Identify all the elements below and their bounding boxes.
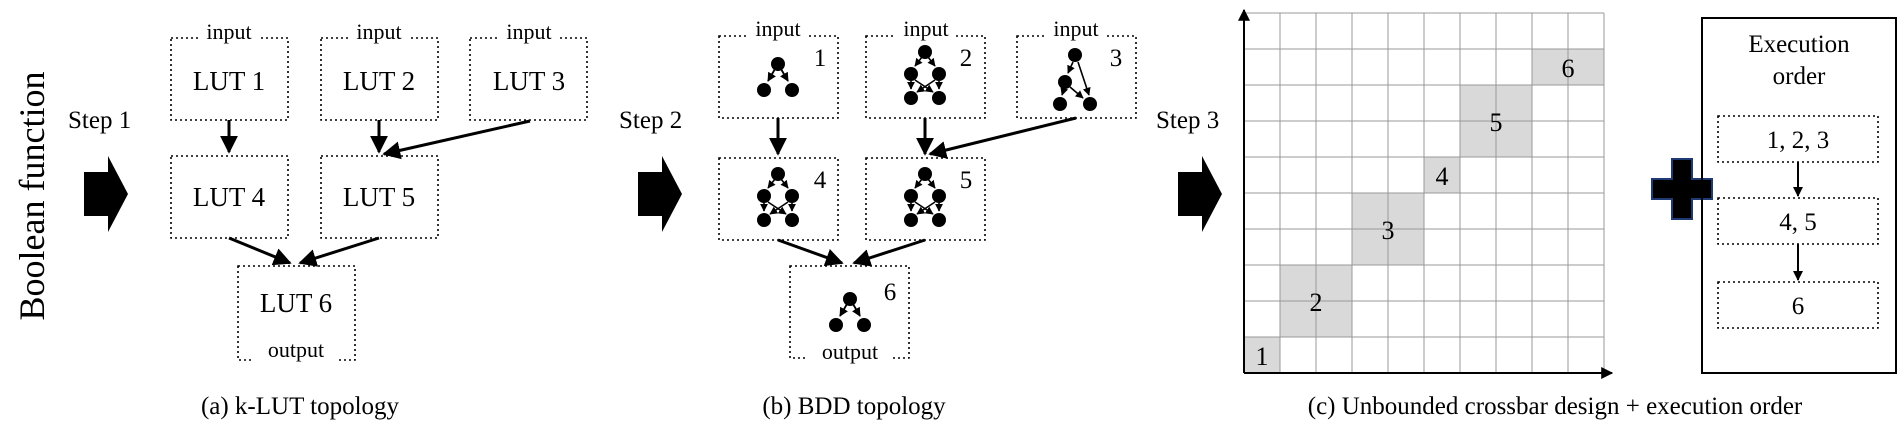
bdd-1-number: 1 xyxy=(814,45,827,72)
lut-3-input-label: input xyxy=(506,19,551,44)
crossbar-label-2: 2 xyxy=(1310,288,1323,317)
panel-a: Step 1 input input input output LUT 1 LU… xyxy=(68,19,588,420)
lut-6-label: LUT 6 xyxy=(260,288,332,318)
step-3-label: Step 3 xyxy=(1156,107,1219,134)
step-2-arrow-icon xyxy=(638,156,682,232)
lut-5-box xyxy=(320,155,439,239)
lut-2-box xyxy=(320,37,439,121)
edge-bdd4-bdd6 xyxy=(777,238,844,266)
edge-lut3-lut5 xyxy=(382,119,531,160)
bdd-3-graph-icon xyxy=(1053,48,1097,111)
step-2-label: Step 2 xyxy=(619,107,682,134)
bdd-5-graph-icon xyxy=(904,167,946,227)
plus-icon xyxy=(1651,158,1713,220)
bdd-3-number: 3 xyxy=(1110,45,1123,72)
execution-step-2-label: 4, 5 xyxy=(1779,209,1817,236)
bdd-4-number: 4 xyxy=(814,167,827,194)
panel-a-caption: (a) k-LUT topology xyxy=(201,393,400,420)
lut-4-box xyxy=(170,155,289,239)
edge-lut5-lut6 xyxy=(298,236,380,267)
bdd-2-graph-icon xyxy=(904,45,946,105)
execution-order-title-line2: order xyxy=(1773,63,1826,90)
crossbar-block-4 xyxy=(1424,157,1460,193)
lut-4-label: LUT 4 xyxy=(193,182,266,212)
edge-bdd5-bdd6 xyxy=(852,238,926,267)
bdd-6-number: 6 xyxy=(884,279,897,306)
execution-step-3-label: 6 xyxy=(1792,293,1805,320)
lut-3-box xyxy=(469,37,588,121)
side-title: Boolean function xyxy=(12,72,52,321)
bdd-3-input-label: input xyxy=(1053,16,1098,41)
lut-6-box xyxy=(237,265,356,361)
step-1-label: Step 1 xyxy=(68,107,131,134)
lut-5-label: LUT 5 xyxy=(343,182,415,212)
lut-2-input-label: input xyxy=(356,19,401,44)
crossbar-label-3: 3 xyxy=(1382,216,1395,245)
bdd-1-input-label: input xyxy=(755,16,800,41)
bdd-6-graph-icon xyxy=(829,292,871,332)
panel-c: Step 3 1 2 3 4 5 6 Execution order xyxy=(1156,8,1897,420)
lut-3-label: LUT 3 xyxy=(493,66,565,96)
bdd-4-graph-icon xyxy=(757,167,799,227)
crossbar-grid xyxy=(1244,12,1605,373)
bdd-5-box xyxy=(865,157,986,241)
bdd-6-output-label: output xyxy=(822,339,878,364)
crossbar-label-1: 1 xyxy=(1256,342,1269,371)
bdd-1-graph-icon xyxy=(757,57,799,97)
lut-1-input-label: input xyxy=(206,19,251,44)
bdd-2-number: 2 xyxy=(960,45,973,72)
crossbar-label-4: 4 xyxy=(1436,162,1449,191)
bdd-2-input-label: input xyxy=(903,16,948,41)
execution-step-3-box xyxy=(1717,281,1879,329)
bdd-5-number: 5 xyxy=(960,167,973,194)
panel-b-caption: (b) BDD topology xyxy=(762,393,946,420)
crossbar-label-6: 6 xyxy=(1562,54,1575,83)
lut-1-label: LUT 1 xyxy=(193,66,265,96)
step-1-arrow-icon xyxy=(84,156,128,232)
panel-c-caption: (c) Unbounded crossbar design + executio… xyxy=(1308,393,1803,420)
lut-1-box xyxy=(170,37,289,121)
execution-order-box xyxy=(1701,17,1897,374)
edge-bdd3-bdd5 xyxy=(928,116,1077,159)
bdd-3-box xyxy=(1016,35,1137,119)
execution-step-1-label: 1, 2, 3 xyxy=(1767,127,1830,154)
panel-b: Step 2 input input input output xyxy=(619,16,1137,420)
edge-lut4-lut6 xyxy=(228,236,292,266)
crossbar-block-1 xyxy=(1244,337,1280,373)
lut-2-label: LUT 2 xyxy=(343,66,415,96)
lut-6-output-label: output xyxy=(268,337,324,362)
step-3-arrow-icon xyxy=(1178,156,1222,232)
execution-order-title-line1: Execution xyxy=(1748,31,1850,58)
crossbar-label-5: 5 xyxy=(1490,108,1503,137)
